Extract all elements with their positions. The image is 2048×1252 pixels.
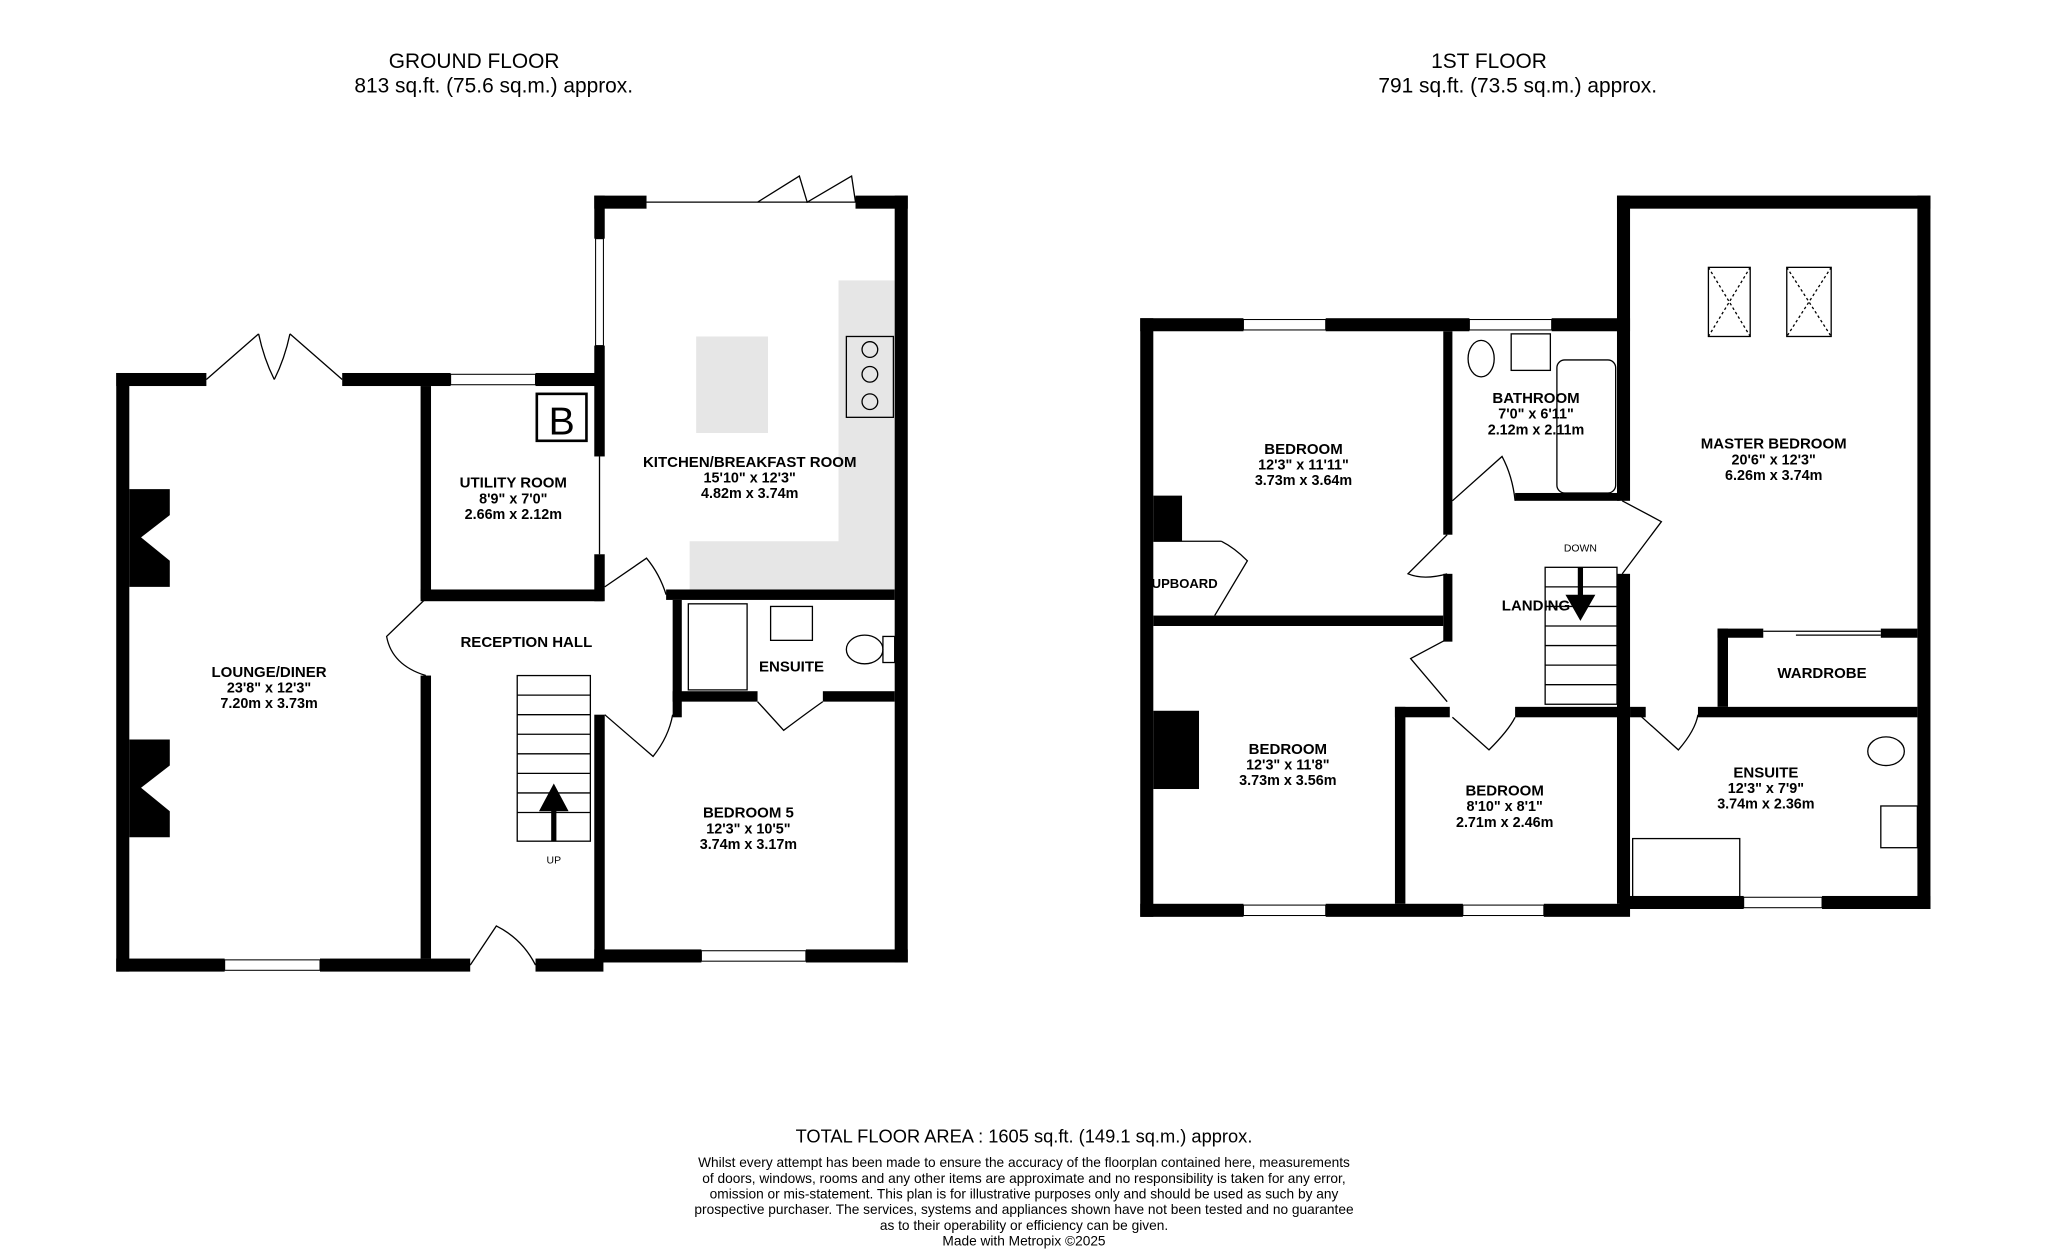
room-metric-utility: 2.66m x 2.12m (465, 507, 562, 523)
disclaimer-line: omission or mis-statement. This plan is … (710, 1187, 1339, 1202)
room-imperial-bedroom2: 12'3" x 11'8" (1246, 757, 1330, 773)
room-imperial-lounge: 23'8" x 12'3" (227, 681, 311, 697)
metropix-credit: Made with Metropix ©2025 (942, 1233, 1106, 1248)
room-name-landing: LANDING (1502, 597, 1570, 614)
disclaimer-line: as to their operability or efficiency ca… (880, 1218, 1168, 1233)
first-floor-area: 791 sq.ft. (73.5 sq.m.) approx. (1378, 75, 1657, 98)
bath-icon (1556, 359, 1617, 494)
kitchen-worktop (689, 280, 895, 590)
kitchen-island (696, 336, 768, 433)
room-name-bathroom: BATHROOM (1492, 390, 1579, 407)
toilet-icon (1467, 339, 1495, 378)
room-name-utility: UTILITY ROOM (460, 475, 567, 492)
ground-floor-title: GROUND FLOOR (389, 50, 560, 73)
shower-icon (687, 603, 748, 691)
room-name-kitchen: KITCHEN/BREAKFAST ROOM (643, 454, 857, 471)
room-name-bedroom5: BEDROOM 5 (703, 805, 794, 822)
arrow-up-icon (538, 783, 569, 842)
stairs-down (1544, 566, 1618, 705)
boiler-icon (535, 392, 588, 443)
room-imperial-master: 20'6" x 12'3" (1732, 452, 1816, 468)
room-metric-bedroom3: 2.71m x 2.46m (1456, 815, 1553, 831)
sink-icon (769, 605, 814, 641)
ground-floor-area: 813 sq.ft. (75.6 sq.m.) approx. (354, 75, 633, 98)
room-name-bedroom3: BEDROOM (1465, 783, 1543, 800)
stairs-down-label: DOWN (1564, 544, 1597, 555)
stairs-up-label: UP (547, 855, 562, 866)
room-name-bedroom2: BEDROOM (1249, 741, 1327, 758)
room-imperial-bathroom: 7'0" x 6'11" (1498, 407, 1574, 423)
toilet-icon (1867, 736, 1905, 767)
disclaimer-line: of doors, windows, rooms and any other i… (702, 1171, 1345, 1186)
room-name-wardrobe: WARDROBE (1777, 665, 1866, 682)
sink-icon (1510, 333, 1552, 372)
hob-icon (845, 335, 895, 418)
room-name-cupboard: UPBOARD (1152, 576, 1218, 591)
arrow-down-icon (1565, 567, 1596, 621)
room-imperial-bedroom1: 12'3" x 11'11" (1258, 458, 1349, 474)
skylight-icon (1707, 266, 1832, 338)
room-name-lounge: LOUNGE/DINER (212, 664, 327, 681)
room-imperial-ensuite-first: 12'3" x 7'9" (1728, 781, 1804, 797)
shower-icon (1632, 837, 1741, 898)
room-name-ensuite-first: ENSUITE (1733, 764, 1798, 781)
room-metric-bathroom: 2.12m x 2.11m (1488, 422, 1585, 438)
first-floor-plan (1140, 195, 1931, 917)
room-imperial-bedroom5: 12'3" x 10'5" (706, 821, 790, 837)
room-metric-lounge: 7.20m x 3.73m (220, 696, 317, 712)
room-metric-bedroom2: 3.73m x 3.56m (1239, 773, 1336, 789)
toilet-icon (845, 634, 884, 665)
room-name-hall: RECEPTION HALL (460, 634, 592, 651)
room-imperial-bedroom3: 8'10" x 8'1" (1466, 799, 1542, 815)
room-metric-master: 6.26m x 3.74m (1725, 468, 1822, 484)
boiler-label: B (549, 400, 575, 443)
room-name-ensuite-ground: ENSUITE (759, 659, 824, 676)
room-name-master: MASTER BEDROOM (1701, 436, 1847, 453)
disclaimer-line: prospective purchaser. The services, sys… (694, 1202, 1353, 1217)
sink-icon (1880, 805, 1919, 849)
room-metric-ensuite-first: 3.74m x 2.36m (1717, 797, 1814, 813)
room-metric-bedroom5: 3.74m x 3.17m (700, 837, 797, 853)
room-name-bedroom1: BEDROOM (1264, 441, 1342, 458)
total-floor-area: TOTAL FLOOR AREA : 1605 sq.ft. (149.1 sq… (796, 1125, 1253, 1146)
first-floor-title: 1ST FLOOR (1431, 50, 1547, 73)
disclaimer-line: Whilst every attempt has been made to en… (698, 1155, 1350, 1170)
room-imperial-kitchen: 15'10" x 12'3" (704, 471, 796, 487)
room-metric-bedroom1: 3.73m x 3.64m (1255, 473, 1352, 489)
ground-floor-plan: UP B (116, 175, 908, 972)
stairs-up (516, 674, 592, 842)
room-metric-kitchen: 4.82m x 3.74m (701, 486, 798, 502)
room-imperial-utility: 8'9" x 7'0" (479, 491, 547, 507)
